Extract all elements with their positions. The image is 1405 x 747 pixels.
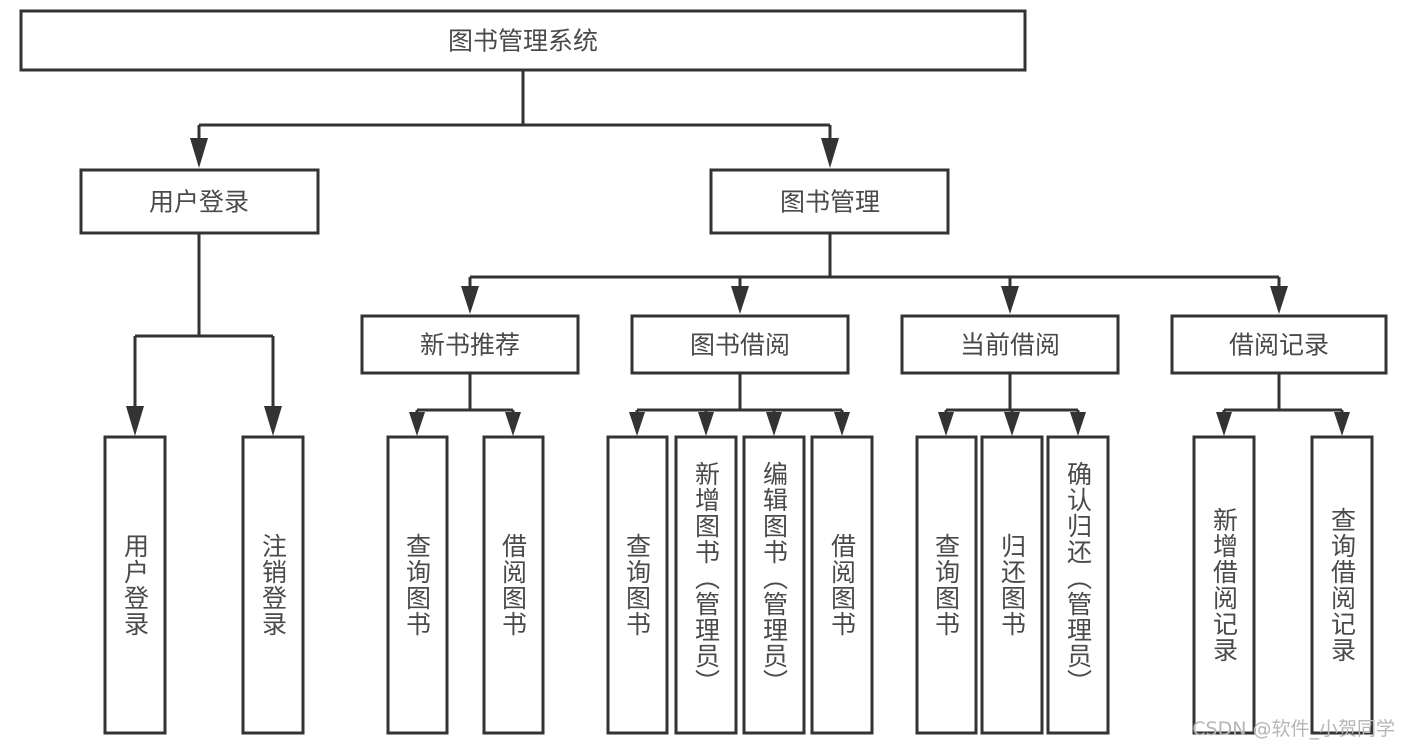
connector-group-current-borrow xyxy=(938,373,1086,436)
arrowhead-new-book-leaf-0 xyxy=(409,412,425,436)
connector-group-root xyxy=(190,70,839,168)
leaf-borrow-record-0[interactable]: 新增借阅记录 xyxy=(1192,435,1256,735)
leaf-book-borrow-1-label: 新增图书（管理员） xyxy=(692,461,721,695)
leaf-user-login-0[interactable]: 用户登录 xyxy=(103,435,167,735)
arrowhead-current-borrow xyxy=(1001,286,1019,314)
leaf-current-borrow-1-label: 归还图书 xyxy=(998,533,1027,637)
leaf-new-book-rec-1[interactable]: 借阅图书 xyxy=(482,435,545,735)
leaf-new-book-rec-1-label: 借阅图书 xyxy=(499,533,528,637)
leaf-book-borrow-1[interactable]: 新增图书（管理员） xyxy=(674,435,738,735)
leaf-current-borrow-1-box[interactable] xyxy=(980,435,1044,735)
leaf-book-borrow-0-box[interactable] xyxy=(606,435,669,735)
leaf-borrow-record-1-label: 查询借阅记录 xyxy=(1328,507,1357,663)
leaf-book-borrow-2-box[interactable] xyxy=(742,435,806,735)
node-user-login-box[interactable] xyxy=(79,168,320,235)
leaf-borrow-record-1-box[interactable] xyxy=(1310,435,1374,735)
leaf-user-login-0-box[interactable] xyxy=(103,435,167,735)
node-new-book-rec[interactable]: 新书推荐 xyxy=(360,314,580,375)
arrowhead-user-login-leaf-1 xyxy=(264,406,282,436)
leaf-book-borrow-0-label: 查询图书 xyxy=(623,533,652,637)
leaf-book-borrow-2-label: 编辑图书（管理员） xyxy=(760,461,789,695)
node-user-login-label: 用户登录 xyxy=(149,188,249,217)
arrowhead-current-borrow-leaf-1 xyxy=(1004,412,1020,436)
node-book-borrow[interactable]: 图书借阅 xyxy=(630,314,850,375)
leaf-user-login-1[interactable]: 注销登录 xyxy=(241,435,305,735)
leaf-current-borrow-0-label: 查询图书 xyxy=(932,533,961,637)
leaf-new-book-rec-0[interactable]: 查询图书 xyxy=(386,435,449,735)
leaf-new-book-rec-1-box[interactable] xyxy=(482,435,545,735)
leaf-current-borrow-2[interactable]: 确认归还（管理员） xyxy=(1046,435,1110,735)
node-book-borrow-box[interactable] xyxy=(630,314,850,375)
arrowhead-current-borrow-leaf-2 xyxy=(1070,412,1086,436)
leaf-borrow-record-1[interactable]: 查询借阅记录 xyxy=(1310,435,1374,735)
node-book-borrow-label: 图书借阅 xyxy=(690,331,790,360)
connector-group-new-book-rec xyxy=(409,373,521,436)
arrowhead-book-borrow-leaf-0 xyxy=(629,412,645,436)
arrowhead-user-login xyxy=(190,138,208,168)
leaf-user-login-0-label: 用户登录 xyxy=(121,533,150,637)
arrowhead-book-borrow-leaf-3 xyxy=(834,412,850,436)
node-book-manage-box[interactable] xyxy=(709,168,950,235)
arrowhead-borrow-record xyxy=(1270,286,1288,314)
node-root-box[interactable] xyxy=(19,9,1027,72)
leaf-borrow-record-0-box[interactable] xyxy=(1192,435,1256,735)
arrowhead-borrow-record-leaf-0 xyxy=(1216,412,1232,436)
node-root[interactable]: 图书管理系统 xyxy=(19,9,1027,72)
node-borrow-record-label: 借阅记录 xyxy=(1229,331,1329,360)
leaf-current-borrow-0[interactable]: 查询图书 xyxy=(915,435,978,735)
leaf-book-borrow-2[interactable]: 编辑图书（管理员） xyxy=(742,435,806,735)
arrowhead-book-manage xyxy=(821,138,839,168)
leaf-borrow-record-0-label: 新增借阅记录 xyxy=(1210,507,1239,663)
leaf-current-borrow-1[interactable]: 归还图书 xyxy=(980,435,1044,735)
leaf-book-borrow-3-label: 借阅图书 xyxy=(828,533,857,637)
node-book-manage[interactable]: 图书管理 xyxy=(709,168,950,235)
node-root-label: 图书管理系统 xyxy=(448,27,598,56)
arrowhead-borrow-record-leaf-1 xyxy=(1334,412,1350,436)
connector-group-book-borrow xyxy=(629,373,850,436)
arrowhead-new-book-leaf-1 xyxy=(505,412,521,436)
node-current-borrow-label: 当前借阅 xyxy=(960,331,1060,360)
arrowhead-book-borrow xyxy=(731,286,749,314)
leaf-new-book-rec-0-label: 查询图书 xyxy=(403,533,432,637)
leaf-new-book-rec-0-box[interactable] xyxy=(386,435,449,735)
node-book-manage-label: 图书管理 xyxy=(780,188,880,217)
leaf-book-borrow-0[interactable]: 查询图书 xyxy=(606,435,669,735)
leaf-current-borrow-2-box[interactable] xyxy=(1046,435,1110,735)
connector-group-user-login xyxy=(126,233,282,436)
arrowhead-book-borrow-leaf-1 xyxy=(698,412,714,436)
leaf-book-borrow-1-box[interactable] xyxy=(674,435,738,735)
leaf-current-borrow-2-label: 确认归还（管理员） xyxy=(1064,461,1093,695)
node-borrow-record-box[interactable] xyxy=(1170,314,1388,375)
node-borrow-record[interactable]: 借阅记录 xyxy=(1170,314,1388,375)
leaf-user-login-1-label: 注销登录 xyxy=(259,533,288,637)
leaf-book-borrow-3[interactable]: 借阅图书 xyxy=(810,435,874,735)
connector-group-book-manage xyxy=(461,233,1288,314)
leaf-book-borrow-3-box[interactable] xyxy=(810,435,874,735)
leaf-current-borrow-0-box[interactable] xyxy=(915,435,978,735)
node-current-borrow-box[interactable] xyxy=(900,314,1120,375)
node-user-login[interactable]: 用户登录 xyxy=(79,168,320,235)
arrowhead-new-book-rec xyxy=(461,286,479,314)
connector-group-borrow-record xyxy=(1216,373,1350,436)
node-new-book-rec-label: 新书推荐 xyxy=(420,331,520,360)
node-current-borrow[interactable]: 当前借阅 xyxy=(900,314,1120,375)
arrowhead-book-borrow-leaf-2 xyxy=(766,412,782,436)
arrowhead-current-borrow-leaf-0 xyxy=(938,412,954,436)
node-new-book-rec-box[interactable] xyxy=(360,314,580,375)
leaf-user-login-1-box[interactable] xyxy=(241,435,305,735)
arrowhead-user-login-leaf-0 xyxy=(126,406,144,436)
